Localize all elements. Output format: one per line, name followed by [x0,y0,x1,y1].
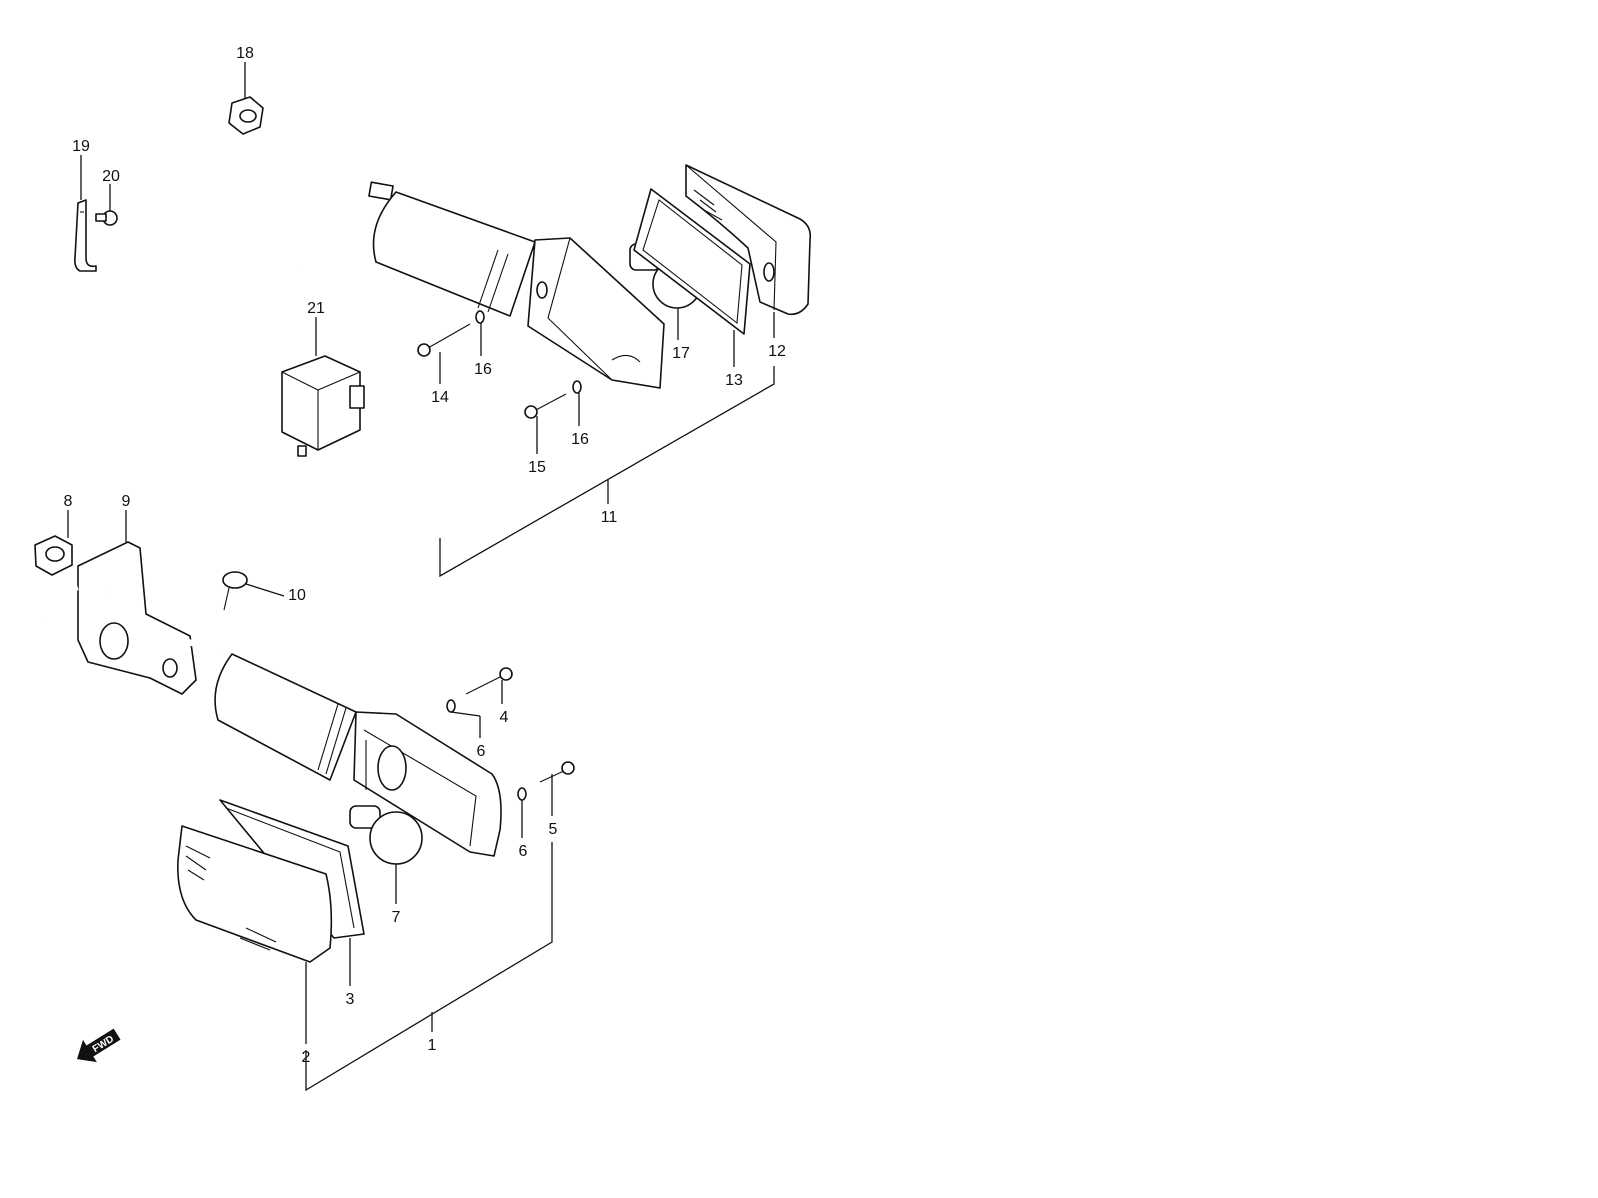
part-16-washer-a [475,310,485,324]
callout-11: 11 [601,509,618,526]
part-20-screw [95,210,118,226]
callout-19: 19 [72,138,90,155]
part-15-screw [524,393,567,419]
part-12-lens [685,164,812,316]
callout-8: 8 [64,493,73,510]
part-13-gasket [633,188,751,335]
part-6-washer-b [517,787,527,801]
callout-15: 15 [528,459,546,476]
callout-14: 14 [431,389,449,406]
part-5-screw [539,761,575,783]
callout-16b: 16 [571,431,589,448]
part-1-lower-turn-signal [105,589,502,857]
callout-2: 2 [302,1049,311,1066]
part-19-clamp [74,199,97,272]
callout-5: 5 [549,821,558,838]
part-21-relay [281,355,365,457]
callout-3: 3 [346,991,355,1008]
callout-7: 7 [392,909,401,926]
part-11-upper-turn-signal [296,181,665,389]
part-18-nut [228,96,264,135]
callout-16a: 16 [474,361,492,378]
callout-18: 18 [236,45,254,62]
callout-12: 12 [768,343,786,360]
callout-1: 1 [428,1037,437,1054]
callout-10: 10 [288,587,306,604]
part-16-washer-b [572,380,582,394]
part-6-washer-a [446,699,456,713]
callout-6a: 6 [477,743,486,760]
part-2-lens [177,825,333,963]
callout-4: 4 [500,709,509,726]
part-10-screw [222,571,248,611]
fwd-arrow-icon: FWD [76,1028,121,1063]
part-7-bulb [349,805,423,865]
callout-9: 9 [122,493,131,510]
part-14-screw [417,323,471,357]
callout-21: 21 [307,300,325,317]
callout-labels: 18 19 20 21 14 16 16 15 17 13 12 11 8 9 … [64,45,786,1066]
part-4-screw [465,667,513,695]
callout-6b: 6 [519,843,528,860]
part-8-nut [34,535,73,576]
callout-17: 17 [672,345,690,362]
callout-20: 20 [102,168,120,185]
callout-13: 13 [725,372,743,389]
leader-lines [67,62,775,1092]
